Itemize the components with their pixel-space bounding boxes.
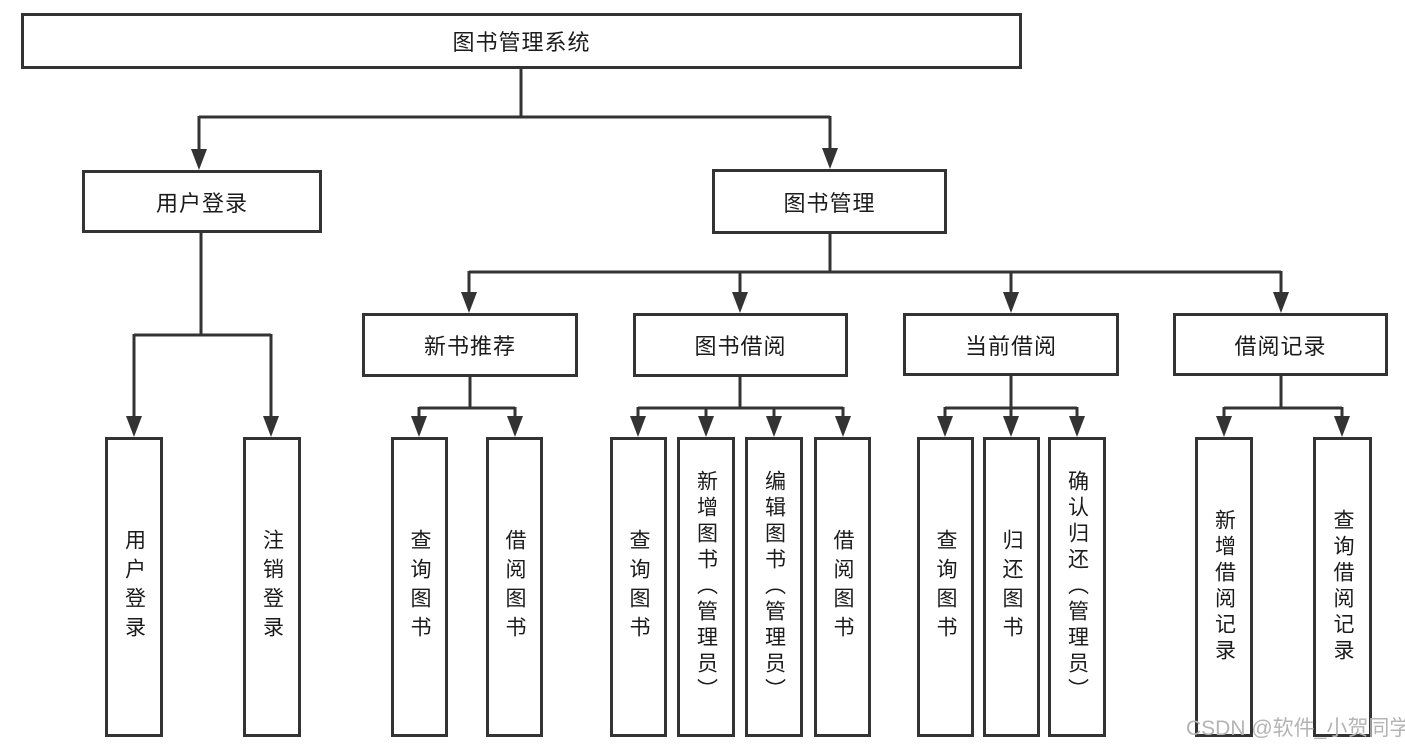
leaf-return-book: 归还图书 — [983, 437, 1040, 737]
node-book-borrowing: 图书借阅 — [633, 313, 848, 377]
leaf-query-book-2: 查询图书 — [610, 437, 667, 737]
leaf-borrow-book-1: 借阅图书 — [486, 437, 543, 737]
leaf-confirm-return-admin: 确认归还（管理员） — [1048, 437, 1106, 737]
leaf-add-borrow-record: 新增借阅记录 — [1195, 437, 1253, 737]
node-borrowing-records: 借阅记录 — [1173, 313, 1388, 376]
leaf-edit-book-admin: 编辑图书（管理员） — [745, 437, 803, 737]
leaf-add-book-admin: 新增图书（管理员） — [677, 437, 735, 737]
node-root: 图书管理系统 — [21, 13, 1022, 69]
leaf-query-book-3: 查询图书 — [917, 437, 974, 737]
leaf-query-borrow-record: 查询借阅记录 — [1313, 437, 1372, 737]
node-user-login: 用户登录 — [82, 170, 322, 233]
leaf-query-book-1: 查询图书 — [391, 437, 448, 737]
leaf-borrow-book-2: 借阅图书 — [814, 437, 871, 737]
leaf-logout: 注销登录 — [243, 437, 301, 737]
node-current-borrowing: 当前借阅 — [903, 313, 1119, 376]
node-book-management: 图书管理 — [712, 169, 947, 234]
node-new-book-recommendation: 新书推荐 — [362, 313, 578, 377]
leaf-user-login: 用户登录 — [105, 437, 163, 737]
